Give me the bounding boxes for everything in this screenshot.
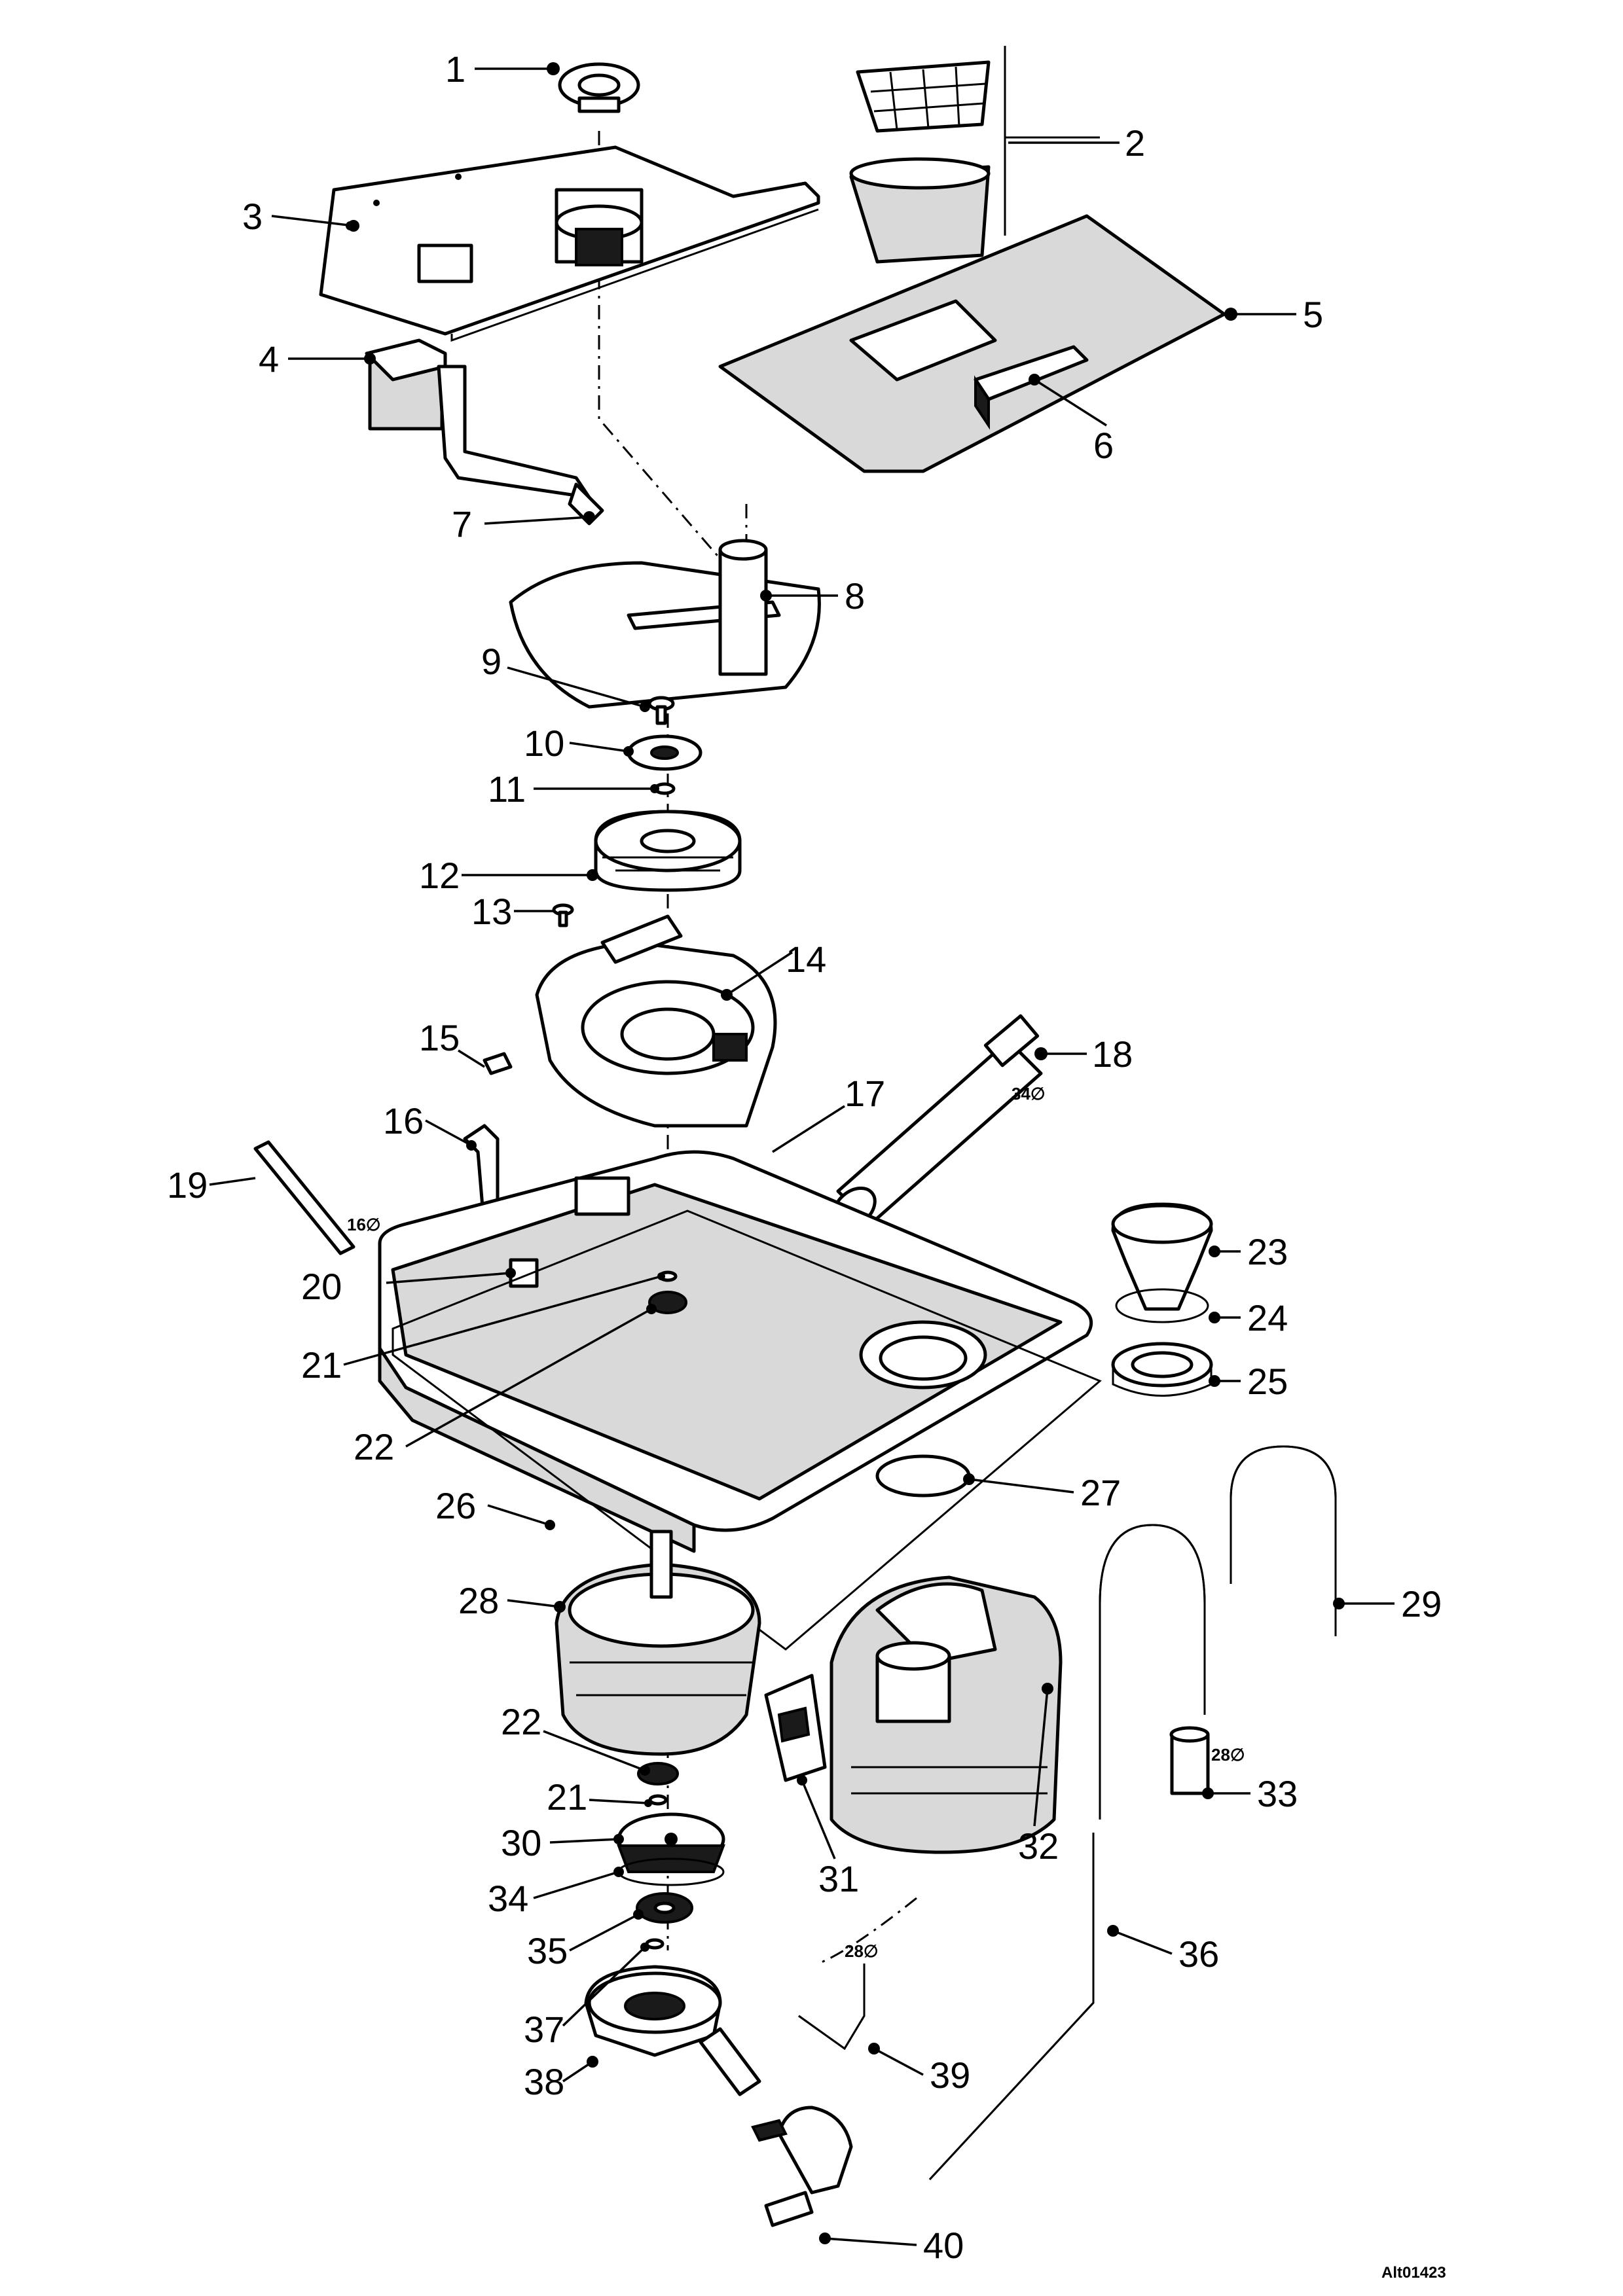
part-22-grommet-top <box>648 1291 687 1314</box>
part-38-drain-pump-housing <box>584 1965 761 2096</box>
callout-6: 6 <box>1093 425 1114 466</box>
callout-27: 27 <box>1080 1472 1121 1513</box>
reference-code: Alt01423 <box>1381 2264 1446 2282</box>
part-31-bracket <box>764 1674 827 1782</box>
part-35-drain-impeller <box>636 1892 693 1924</box>
callout-10: 10 <box>524 723 564 764</box>
part-1-cap <box>558 62 640 113</box>
callout-39: 39 <box>930 2054 970 2096</box>
part-6-filter-handle <box>974 345 1089 430</box>
callout-20: 20 <box>301 1266 342 1307</box>
size-note-tube-18: 34∅ <box>1012 1084 1046 1103</box>
callout-19: 19 <box>167 1164 208 1206</box>
callout-1: 1 <box>445 48 465 90</box>
callout-21-top: 21 <box>301 1344 342 1386</box>
callout-4: 4 <box>259 338 279 380</box>
callout-29: 29 <box>1401 1583 1442 1624</box>
part-32-container <box>830 1575 1063 1854</box>
part-21-washer-bottom <box>648 1794 668 1806</box>
part-27-seal-ring <box>875 1454 971 1498</box>
callout-33: 33 <box>1257 1773 1298 1814</box>
size-note-rod-19: 16∅ <box>347 1215 381 1234</box>
part-15-clip <box>483 1052 513 1075</box>
callout-17: 17 <box>845 1073 885 1114</box>
callout-38: 38 <box>524 2061 564 2102</box>
callout-25: 25 <box>1247 1361 1288 1402</box>
leaders <box>209 62 1395 2246</box>
callout-35: 35 <box>527 1930 568 1971</box>
callout-11: 11 <box>488 768 526 810</box>
callout-34: 34 <box>488 1878 528 1919</box>
size-note-elbow-39: 28∅ <box>845 1941 879 1961</box>
callout-7: 7 <box>452 503 472 545</box>
part-29-bent-hose <box>1230 1445 1337 1636</box>
callout-37: 37 <box>524 2009 564 2050</box>
part-9-screw <box>647 696 675 725</box>
callout-12: 12 <box>419 855 460 896</box>
part-5-filter-tray <box>718 214 1226 473</box>
callout-8: 8 <box>845 575 865 617</box>
part-2-baskets <box>849 46 1100 264</box>
part-10-washer <box>627 734 702 771</box>
callout-23: 23 <box>1247 1231 1288 1272</box>
callout-24: 24 <box>1247 1297 1288 1338</box>
part-3-cylinder <box>555 188 644 266</box>
callout-22-top: 22 <box>354 1426 394 1467</box>
part-12-impeller <box>594 810 742 892</box>
callout-9: 9 <box>481 641 501 682</box>
callout-3: 3 <box>242 196 263 237</box>
callout-36: 36 <box>1178 1933 1219 1975</box>
part-25-nut <box>1111 1342 1213 1397</box>
callout-15: 15 <box>419 1017 460 1058</box>
callout-16: 16 <box>383 1100 424 1141</box>
part-23-fill-cap <box>1111 1202 1213 1311</box>
part-36-long-hose <box>928 1524 1206 2181</box>
callout-18: 18 <box>1092 1033 1133 1075</box>
callout-14: 14 <box>786 939 826 980</box>
callout-labels: 1 2 3 4 5 6 7 8 9 10 11 12 13 14 15 16 1… <box>167 48 1442 2266</box>
part-18-tube <box>832 1014 1043 1229</box>
part-4-spray-arm <box>365 338 591 499</box>
part-39-elbow <box>798 1964 866 2051</box>
part-24-o-ring <box>1115 1288 1209 1323</box>
part-28-motor <box>555 1530 761 1756</box>
part-40-drain-valve <box>751 2106 853 2227</box>
callout-21-bottom: 21 <box>547 1776 587 1818</box>
part-19-rod <box>253 1140 356 1255</box>
callout-28: 28 <box>458 1580 499 1621</box>
part-14-pump-volute <box>535 914 777 1128</box>
callout-31: 31 <box>818 1858 859 1899</box>
callout-40: 40 <box>923 2225 964 2266</box>
part-8-pump-housing <box>509 539 821 709</box>
part-17-tub <box>378 1150 1093 1553</box>
size-note-connector-33: 28∅ <box>1211 1745 1245 1765</box>
part-7-nozzle <box>568 482 604 526</box>
part-34-rotor-ring <box>617 1844 725 1886</box>
callout-30: 30 <box>501 1822 541 1863</box>
callout-5: 5 <box>1303 294 1323 335</box>
part-13-screw <box>552 903 574 927</box>
size-notes: 34∅ 16∅ 28∅ 28∅ <box>347 1084 1245 1961</box>
callout-22-bottom: 22 <box>501 1701 541 1742</box>
part-33-connector <box>1169 1726 1210 1795</box>
callout-13: 13 <box>471 891 512 932</box>
callout-2: 2 <box>1125 122 1145 164</box>
callout-26: 26 <box>435 1485 476 1526</box>
callout-32: 32 <box>1018 1825 1059 1867</box>
